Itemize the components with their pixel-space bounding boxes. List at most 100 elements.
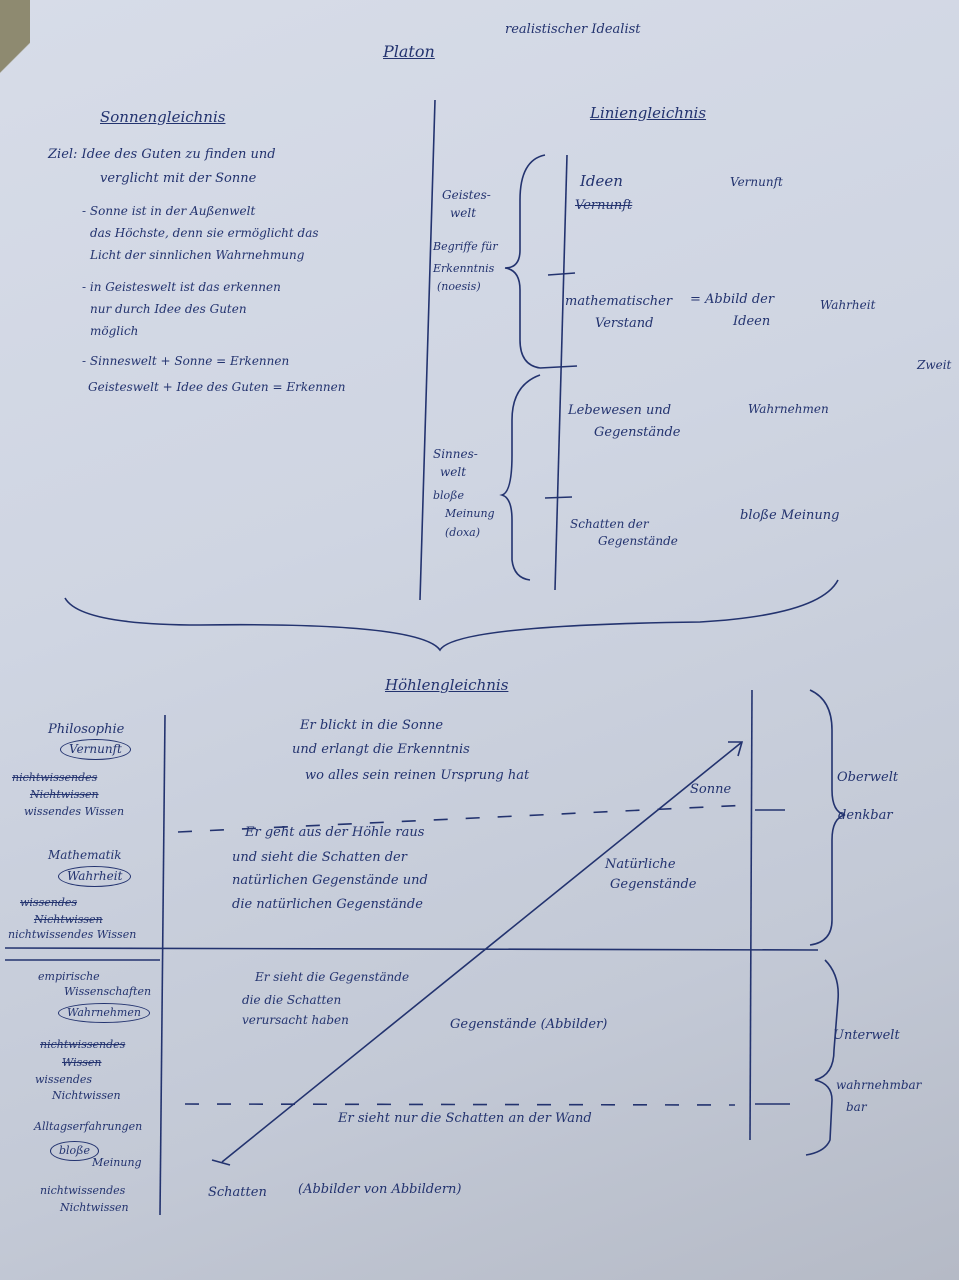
linie-wahrnehmen: Wahrnehmen bbox=[748, 402, 829, 416]
sonne-line: Geisteswelt + Idee des Guten = Erkennen bbox=[88, 380, 346, 394]
hoehle-left-label: wissendes bbox=[35, 1073, 93, 1086]
arrow-head bbox=[728, 741, 744, 757]
hoehle-text: verursacht haben bbox=[242, 1013, 349, 1027]
brace-oberwelt bbox=[809, 689, 846, 946]
linie-abbild: = Abbild der bbox=[690, 292, 775, 307]
linie-left-label: welt bbox=[440, 465, 467, 479]
hoehle-text: und sieht die Schatten der bbox=[232, 850, 407, 865]
sonne-line: - Sonne ist in der Außenwelt bbox=[82, 204, 256, 218]
hoehle-text: und erlangt die Erkenntnis bbox=[292, 742, 470, 757]
hoehle-left-struck: Nichtwissen bbox=[30, 788, 99, 801]
sonne-line: - Sinneswelt + Sonne = Erkennen bbox=[82, 354, 290, 368]
linie-left-label: bloße bbox=[433, 489, 465, 502]
linie-left-label: (noesis) bbox=[437, 280, 481, 293]
hoehle-left-struck: nichtwissendes bbox=[12, 771, 98, 784]
hoehle-gegenstaende: Gegenstände (Abbilder) bbox=[450, 1017, 608, 1032]
linie-tick-2 bbox=[539, 365, 578, 369]
linie-verstand: Verstand bbox=[595, 316, 654, 331]
hoehle-oberwelt: Oberwelt bbox=[837, 770, 899, 785]
ascent-arrow bbox=[221, 741, 743, 1163]
hoehle-wahrnehmbar: bar bbox=[846, 1100, 867, 1114]
linie-left-label: Begriffe für bbox=[433, 240, 498, 253]
sonne-line: nur durch Idee des Guten bbox=[90, 302, 247, 316]
sonne-heading: Sonnengleichnis bbox=[100, 108, 226, 126]
hoehle-left-struck: Nichtwissen bbox=[34, 913, 103, 926]
brace-unterwelt bbox=[805, 959, 840, 1156]
brace-geisteswelt bbox=[504, 154, 546, 369]
hoehle-left-label: Nichtwissen bbox=[52, 1089, 121, 1102]
big-brace bbox=[64, 579, 839, 652]
linie-left-label: Meinung bbox=[445, 507, 495, 520]
hoehle-left-label: Mathematik bbox=[48, 848, 122, 862]
hoehle-left-struck: nichtwissendes bbox=[40, 1038, 126, 1051]
arrow-start-tick bbox=[211, 1159, 231, 1166]
linie-abbild-ideen: Ideen bbox=[733, 314, 771, 329]
hoehle-text: Er geht aus der Höhle raus bbox=[245, 825, 425, 840]
hoehle-left-label: Meinung bbox=[92, 1156, 142, 1169]
linie-tick-3 bbox=[544, 496, 573, 499]
page-title: Platon bbox=[383, 42, 435, 61]
sonne-line: - in Geisteswelt ist das erkennen bbox=[82, 280, 281, 294]
sonne-line: das Höchste, denn sie ermöglicht das bbox=[90, 226, 319, 240]
linie-heading: Liniengleichnis bbox=[590, 104, 707, 122]
linie-left-label: Sinnes- bbox=[433, 447, 478, 461]
hoehle-left-struck: Wissen bbox=[62, 1056, 102, 1069]
sonne-line: möglich bbox=[90, 324, 139, 338]
hoehle-left-label: Alltagserfahrungen bbox=[34, 1120, 143, 1133]
linie-gegenstaende: Gegenstände bbox=[594, 425, 681, 440]
edge-text: Zweit bbox=[917, 358, 952, 372]
page-fold bbox=[0, 0, 30, 130]
hoehle-left-label: Wahrnehmen bbox=[58, 1003, 150, 1023]
hoehle-text: Er sieht die Gegenstände bbox=[255, 970, 410, 984]
hoehle-natur: Natürliche bbox=[605, 857, 676, 872]
hoehle-wahrnehmbar: wahrnehmbar bbox=[836, 1078, 922, 1092]
hoehle-left-struck: wissendes bbox=[20, 896, 78, 909]
linie-schatten-gegenstaende: Gegenstände bbox=[598, 534, 678, 548]
top-divider bbox=[419, 99, 436, 601]
hoehle-left-label: wissendes Wissen bbox=[24, 805, 125, 818]
hoehle-mid-line bbox=[4, 947, 819, 951]
linie-left-label: (doxa) bbox=[445, 526, 481, 539]
linie-lebewesen: Lebewesen und bbox=[568, 403, 672, 418]
linie-left-label: Geistes- bbox=[442, 188, 491, 202]
brace-sinneswelt bbox=[499, 374, 541, 581]
hoehle-left-label: nichtwissendes bbox=[40, 1184, 126, 1197]
linie-meinung: bloße Meinung bbox=[740, 508, 840, 523]
hoehle-heading: Höhlengleichnis bbox=[385, 676, 509, 694]
linie-vernunft-struck: Vernunft bbox=[575, 198, 633, 213]
sonne-line: Ziel: Idee des Guten zu finden und bbox=[48, 147, 276, 162]
hoehle-left-label: empirische bbox=[38, 970, 100, 983]
hoehle-natur: Gegenstände bbox=[610, 877, 697, 892]
sonne-line: Licht der sinnlichen Wahrnehmung bbox=[90, 248, 305, 262]
page-subtitle: realistischer Idealist bbox=[505, 22, 641, 37]
hoehle-text: wo alles sein reinen Ursprung hat bbox=[305, 768, 530, 783]
linie-axis bbox=[554, 154, 568, 591]
dashed-lower bbox=[184, 1103, 736, 1106]
hoehle-text: Er sieht nur die Schatten an der Wand bbox=[338, 1111, 592, 1126]
linie-tick-1 bbox=[547, 272, 576, 276]
hoehle-left-line bbox=[159, 714, 166, 1216]
hoehle-left-label: Wissenschaften bbox=[64, 985, 152, 998]
hoehle-right-line bbox=[749, 689, 753, 1141]
hoehle-sonne: Sonne bbox=[690, 782, 732, 797]
linie-vernunft: Vernunft bbox=[730, 175, 783, 189]
hoehle-left-label: nichtwissendes Wissen bbox=[8, 928, 137, 941]
hoehle-left-label: Wahrheit bbox=[58, 866, 132, 887]
linie-left-label: Erkenntnis bbox=[433, 262, 495, 275]
hoehle-left-label: Nichtwissen bbox=[60, 1201, 129, 1214]
hoehle-schatten: Schatten bbox=[208, 1185, 267, 1200]
linie-wahrheit: Wahrheit bbox=[820, 298, 876, 312]
hoehle-text: die die Schatten bbox=[242, 993, 342, 1007]
hoehle-unterwelt: Unterwelt bbox=[833, 1028, 900, 1043]
linie-mathe: mathematischer bbox=[565, 294, 673, 309]
hoehle-left-label: bloße bbox=[50, 1141, 100, 1161]
linie-left-label: welt bbox=[450, 206, 477, 220]
linie-schatten: Schatten der bbox=[570, 517, 649, 531]
hoehle-abbilder: (Abbilder von Abbildern) bbox=[298, 1182, 462, 1197]
linie-ideen: Ideen bbox=[580, 172, 623, 190]
hoehle-left-label: Philosophie bbox=[48, 722, 125, 737]
hoehle-text: natürlichen Gegenstände und bbox=[232, 873, 428, 888]
hoehle-text: die natürlichen Gegenstände bbox=[232, 897, 423, 912]
